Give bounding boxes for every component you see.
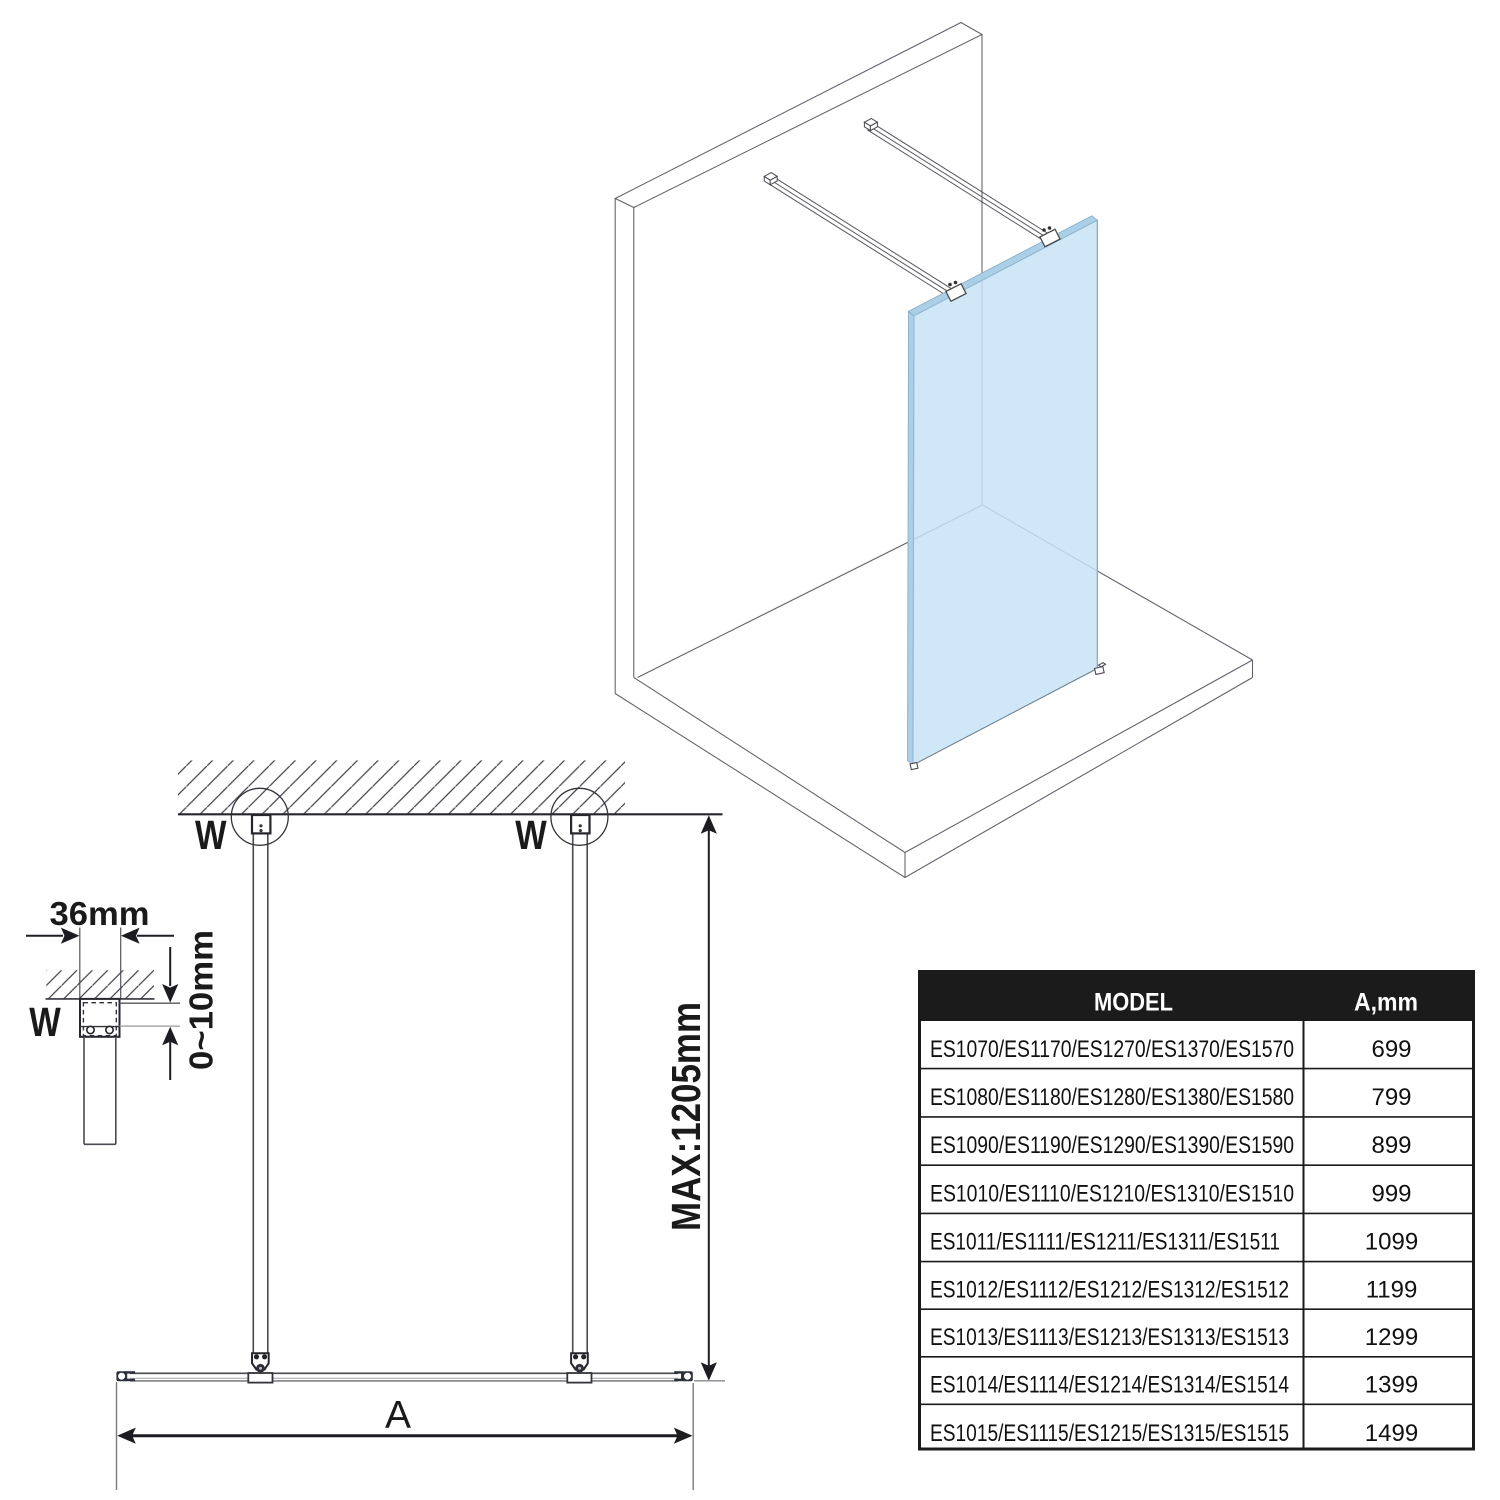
svg-text:W: W xyxy=(29,999,61,1045)
svg-text:ES1090/ES1190/ES1290/ES1390/ES: ES1090/ES1190/ES1290/ES1390/ES1590 xyxy=(930,1132,1294,1159)
svg-text:W: W xyxy=(195,812,227,858)
svg-text:1199: 1199 xyxy=(1366,1277,1418,1304)
svg-text:ES1080/ES1180/ES1280/ES1380/ES: ES1080/ES1180/ES1280/ES1380/ES1580 xyxy=(930,1084,1294,1111)
svg-text:0~10mm: 0~10mm xyxy=(183,930,220,1070)
svg-text:1399: 1399 xyxy=(1365,1372,1418,1399)
svg-text:1299: 1299 xyxy=(1365,1324,1418,1351)
svg-text:ES1011/ES1111/ES1211/ES1311/ES: ES1011/ES1111/ES1211/ES1311/ES1511 xyxy=(930,1229,1280,1256)
svg-text:ES1012/ES1112/ES1212/ES1312/ES: ES1012/ES1112/ES1212/ES1312/ES1512 xyxy=(930,1277,1289,1304)
svg-text:699: 699 xyxy=(1371,1036,1411,1063)
svg-text:799: 799 xyxy=(1371,1084,1411,1111)
svg-text:A: A xyxy=(385,1394,411,1437)
svg-text:ES1010/ES1110/ES1210/ES1310/ES: ES1010/ES1110/ES1210/ES1310/ES1510 xyxy=(930,1180,1294,1207)
svg-text:W: W xyxy=(515,812,547,858)
svg-text:MODEL: MODEL xyxy=(1094,989,1173,1017)
svg-text:999: 999 xyxy=(1371,1180,1411,1207)
svg-text:MAX:1205mm: MAX:1205mm xyxy=(663,1002,709,1231)
svg-text:ES1015/ES1115/ES1215/ES1315/ES: ES1015/ES1115/ES1215/ES1315/ES1515 xyxy=(930,1420,1289,1447)
svg-text:1099: 1099 xyxy=(1365,1229,1418,1256)
svg-text:1499: 1499 xyxy=(1365,1420,1418,1447)
svg-text:ES1070/ES1170/ES1270/ES1370/ES: ES1070/ES1170/ES1270/ES1370/ES1570 xyxy=(930,1036,1294,1063)
svg-text:A,mm: A,mm xyxy=(1354,989,1418,1017)
svg-text:899: 899 xyxy=(1371,1132,1411,1159)
svg-text:ES1013/ES1113/ES1213/ES1313/ES: ES1013/ES1113/ES1213/ES1313/ES1513 xyxy=(930,1324,1289,1351)
svg-text:ES1014/ES1114/ES1214/ES1314/ES: ES1014/ES1114/ES1214/ES1314/ES1514 xyxy=(930,1372,1289,1399)
svg-text:36mm: 36mm xyxy=(50,895,150,932)
